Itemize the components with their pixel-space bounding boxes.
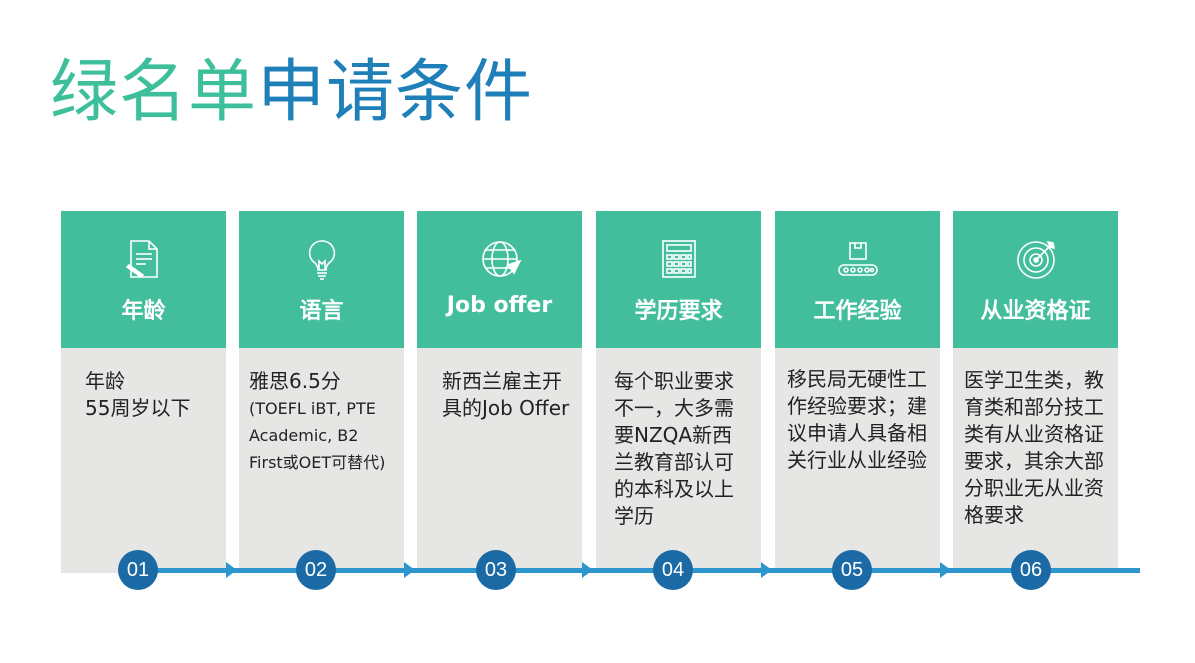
card-education: 学历要求 每个职业要求不一，大多需要NZQA新西兰教育部认可的本科及以上学历 bbox=[596, 211, 761, 573]
card-description: 新西兰雇主开具的Job Offer bbox=[442, 368, 572, 422]
timeline-line bbox=[120, 568, 1140, 573]
card-description: 年龄 55周岁以下 bbox=[85, 368, 216, 422]
card-description: 医学卫生类，教育类和部分技工类有从业资格证要求，其余大部分职业无从业资格要求 bbox=[964, 367, 1112, 529]
card-header: Job offer bbox=[417, 211, 582, 348]
card-description: 移民局无硬性工作经验要求；建议申请人具备相关行业从业经验 bbox=[787, 366, 930, 474]
card-text-line: 雅思6.5分 bbox=[249, 369, 341, 393]
card-header: 工作经验 bbox=[775, 211, 940, 348]
timeline-arrow-icon bbox=[940, 562, 951, 578]
card-title: 工作经验 bbox=[813, 299, 902, 324]
page-title-part2: 申请条件 bbox=[257, 53, 534, 132]
step-number: 06 bbox=[1011, 550, 1051, 590]
target-arrow-icon bbox=[1014, 237, 1058, 281]
card-header: 学历要求 bbox=[596, 211, 761, 348]
card-work-experience: 工作经验 移民局无硬性工作经验要求；建议申请人具备相关行业从业经验 bbox=[775, 211, 940, 573]
card-header: 从业资格证 bbox=[953, 211, 1118, 348]
timeline-arrow-icon bbox=[404, 562, 415, 578]
card-age: 年龄 年龄 55周岁以下 bbox=[61, 211, 226, 573]
card-header: 语言 bbox=[239, 211, 404, 348]
card-language: 语言 雅思6.5分 (TOEFL iBT, PTE Academic, B2 F… bbox=[239, 211, 404, 573]
document-pen-icon bbox=[122, 237, 166, 281]
timeline-arrow-icon bbox=[226, 562, 237, 578]
timeline-arrow-icon bbox=[761, 562, 772, 578]
step-number: 05 bbox=[832, 550, 872, 590]
card-header: 年龄 bbox=[61, 211, 226, 348]
card-text-line: 年龄 bbox=[85, 369, 125, 393]
card-text-line: 移民局无硬性工作经验要求；建议申请人具备相关行业从业经验 bbox=[787, 367, 927, 472]
step-number: 03 bbox=[476, 550, 516, 590]
card-description: 雅思6.5分 (TOEFL iBT, PTE Academic, B2 Firs… bbox=[249, 368, 394, 476]
step-number: 02 bbox=[296, 550, 336, 590]
lightbulb-icon bbox=[300, 237, 344, 281]
card-text-line: (TOEFL iBT, PTE Academic, B2 First或OET可替… bbox=[249, 399, 386, 472]
page-title-part1: 绿名单 bbox=[50, 53, 258, 132]
card-description: 每个职业要求不一，大多需要NZQA新西兰教育部认可的本科及以上学历 bbox=[614, 368, 751, 530]
card-text-line: 医学卫生类，教育类和部分技工类有从业资格证要求，其余大部分职业无从业资格要求 bbox=[964, 368, 1104, 527]
timeline-arrow-icon bbox=[582, 562, 593, 578]
page-title: 绿名单申请条件 bbox=[50, 52, 533, 134]
card-job-offer: Job offer 新西兰雇主开具的Job Offer bbox=[417, 211, 582, 573]
step-number: 04 bbox=[653, 550, 693, 590]
card-text-line: 新西兰雇主开具的Job Offer bbox=[442, 369, 570, 420]
conveyor-box-icon bbox=[836, 237, 880, 281]
card-title: 学历要求 bbox=[634, 299, 723, 324]
card-title: 语言 bbox=[299, 299, 344, 324]
globe-arrow-icon bbox=[478, 237, 522, 281]
card-text-line: 每个职业要求不一，大多需要NZQA新西兰教育部认可的本科及以上学历 bbox=[614, 369, 734, 528]
card-qualification: 从业资格证 医学卫生类，教育类和部分技工类有从业资格证要求，其余大部分职业无从业… bbox=[953, 211, 1118, 573]
card-title: Job offer bbox=[446, 293, 553, 318]
step-number: 01 bbox=[118, 550, 158, 590]
card-text-line: 55周岁以下 bbox=[85, 396, 191, 420]
calculator-icon bbox=[657, 237, 701, 281]
card-title: 从业资格证 bbox=[980, 299, 1091, 324]
card-title: 年龄 bbox=[121, 299, 166, 324]
